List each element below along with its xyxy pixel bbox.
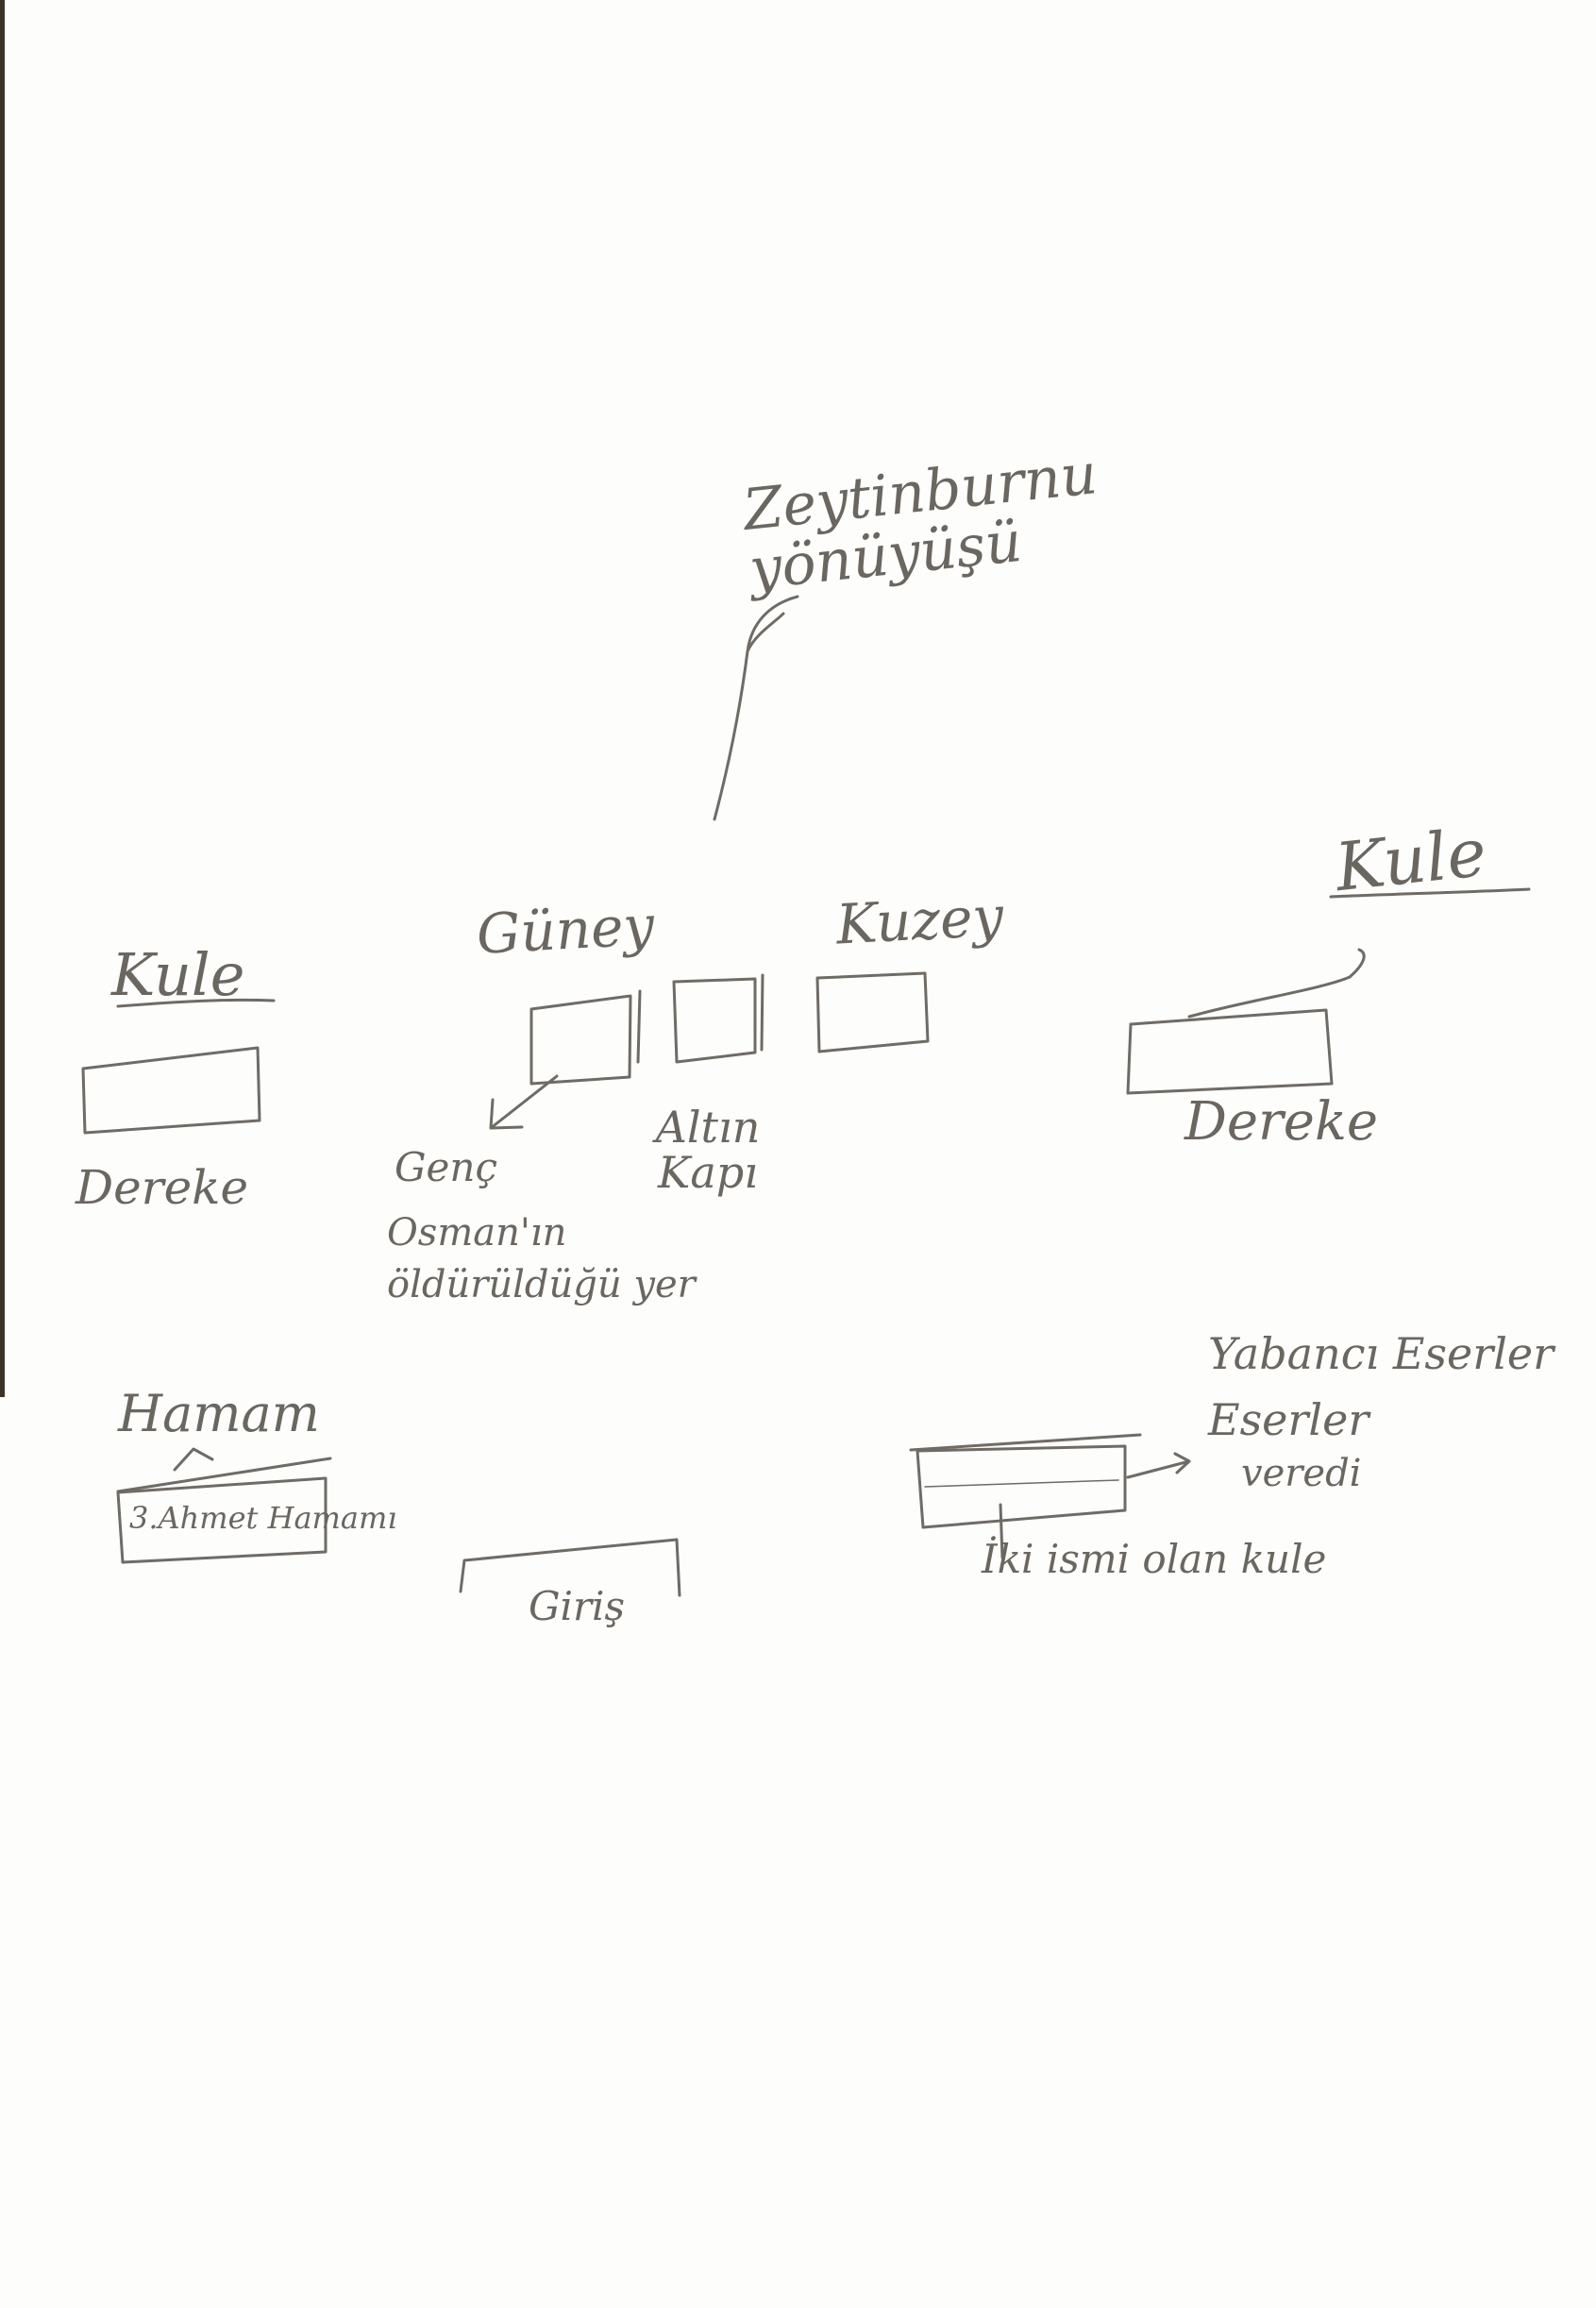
arrow-to-foreign-artifacts [1126, 1452, 1191, 1479]
golden-gate-label: Altın Kapı [655, 1102, 761, 1199]
north-gate-box [815, 971, 930, 1053]
young-osman-line-2: Osman'ın [387, 1211, 567, 1255]
south-gate-label: Güney [475, 893, 656, 967]
left-tower-underline [116, 998, 276, 1008]
right-tower-underline [1329, 887, 1531, 899]
two-name-tower-box [916, 1444, 1127, 1529]
left-tower-title: Kule [111, 940, 245, 1009]
arrow-to-young-osman [489, 1074, 559, 1130]
golden-gate-box-side [760, 973, 764, 1052]
south-gate-box-1-side [636, 989, 642, 1064]
bath-title: Hamam [118, 1384, 320, 1443]
bath-box [116, 1476, 328, 1564]
north-gate-label: Kuzey [834, 884, 1005, 957]
bath-arrow [173, 1447, 214, 1472]
foreign-artifacts-line-1: Yabancı Eserler [1208, 1328, 1554, 1379]
golden-gate-box [672, 977, 757, 1064]
right-tower-title: Kule [1332, 813, 1490, 907]
young-osman-line-3: öldürüldüğü yer [387, 1263, 696, 1306]
entrance-box [459, 1538, 681, 1597]
two-name-tower-inner [924, 1479, 1119, 1488]
foreign-artifacts-line-3: veredi [1241, 1452, 1362, 1495]
left-tower-box [81, 1046, 261, 1135]
right-tower-box [1126, 1008, 1334, 1095]
arrow-to-direction-note [713, 595, 799, 821]
right-tower-caption: Dereke [1184, 1091, 1379, 1153]
two-name-tower-top [909, 1433, 1142, 1452]
left-tower-caption: Dereke [76, 1160, 249, 1215]
paper-edge-shadow [0, 0, 5, 1397]
two-name-tower-label: İki ismi olan kule [982, 1536, 1327, 1582]
young-osman-line-1: Genç [395, 1144, 497, 1190]
entrance-label: Giriş [529, 1583, 626, 1629]
foreign-artifacts-line-2: Eserler [1208, 1394, 1369, 1445]
south-gate-box-1 [529, 994, 632, 1086]
arrow-to-right-tower-label [1187, 948, 1366, 1019]
two-name-tower-pointer [999, 1503, 1004, 1559]
bath-box-top [116, 1457, 332, 1493]
bath-box-text: 3.Ahmet Hamamı [129, 1500, 397, 1536]
